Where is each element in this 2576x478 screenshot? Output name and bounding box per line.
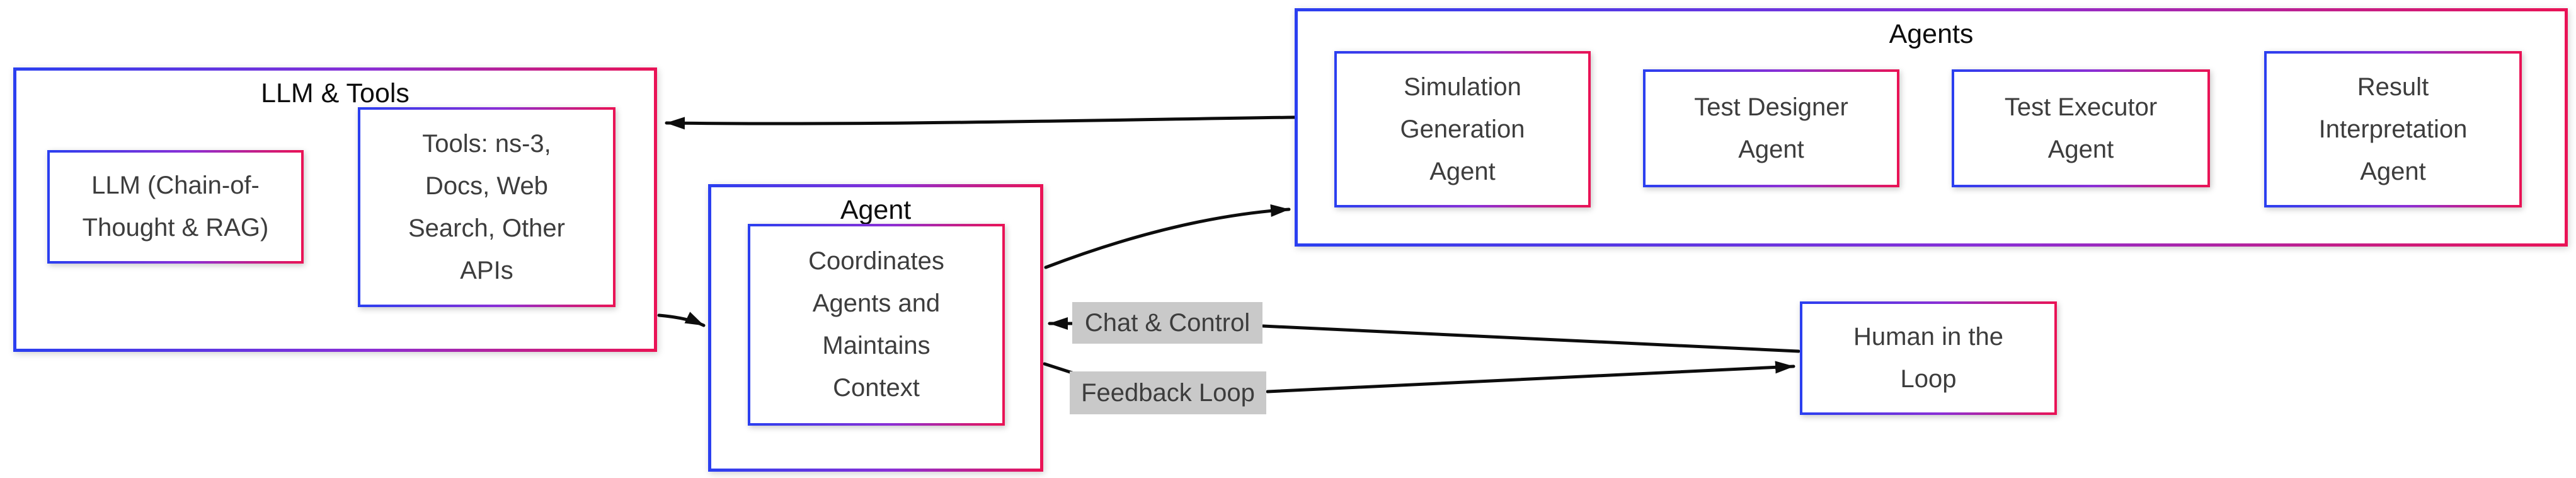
node-text-line: Test Designer	[1694, 93, 1848, 121]
node-text-line: Thought & RAG)	[82, 214, 269, 242]
edge-human-to-chat-control	[1261, 324, 1800, 353]
node-text-line: Generation	[1400, 115, 1525, 143]
node-human-in-the-loop: Human in the Loop	[1800, 301, 2057, 415]
group-title-agent: Agent	[840, 195, 912, 225]
edge-label-feedback-loop: Feedback Loop	[1070, 371, 1266, 414]
node-coordinates: Coordinates Agents and Maintains Context	[748, 224, 1005, 426]
node-text-line: Agent	[2047, 135, 2114, 163]
node-text-line: Interpretation	[2318, 115, 2468, 143]
arrow-agents-to-llm-tools	[665, 115, 1297, 130]
arrow-feedback-loop-to-human	[1266, 361, 1795, 393]
node-test-executor-agent: Test Executor Agent	[1952, 69, 2210, 187]
node-text-line: Coordinates	[808, 247, 944, 275]
node-text-line: Loop	[1900, 365, 1957, 393]
arrow-llm-tools-to-agent	[657, 312, 706, 327]
node-text-line: Test Executor	[2004, 93, 2158, 121]
group-title-agents: Agents	[1889, 19, 1974, 49]
node-result-interpretation-agent: Result Interpretation Agent	[2264, 51, 2522, 207]
node-text-line: Agent	[2360, 157, 2426, 185]
node-text-line: Result	[2357, 73, 2429, 101]
node-text-line: Simulation	[1404, 73, 1521, 101]
node-llm: LLM (Chain-of- Thought & RAG)	[47, 150, 304, 264]
node-text-line: Docs, Web	[425, 172, 548, 200]
node-text-line: Agent	[1429, 157, 1496, 185]
group-title-llm-tools: LLM & Tools	[261, 78, 409, 108]
node-simulation-generation-agent: Simulation Generation Agent	[1334, 51, 1591, 207]
node-text-line: Agents and	[812, 289, 941, 317]
node-text-line: Human in the	[1853, 323, 2003, 351]
node-text-line: Agent	[1738, 135, 1804, 163]
node-text-line: Search, Other	[408, 214, 565, 242]
node-text-line: Tools: ns-3,	[422, 129, 551, 158]
node-text-line: APIs	[460, 256, 513, 284]
edge-label-chat-control: Chat & Control	[1072, 302, 1262, 344]
arrow-agent-to-agents	[1044, 204, 1291, 269]
node-text-line: Context	[833, 374, 920, 402]
node-text-line: Maintains	[822, 332, 930, 359]
node-tools: Tools: ns-3, Docs, Web Search, Other API…	[358, 107, 615, 307]
node-test-designer-agent: Test Designer Agent	[1643, 69, 1899, 187]
node-text-line: LLM (Chain-of-	[91, 172, 260, 199]
